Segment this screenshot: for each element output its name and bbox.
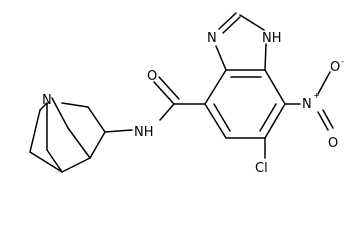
bond (264, 43, 267, 71)
bond (87, 106, 106, 133)
nh-amide-label: NH (134, 125, 154, 140)
n-nitro-label: N (302, 97, 312, 112)
bond (153, 81, 175, 105)
bond (264, 103, 286, 139)
bond (317, 71, 331, 95)
bond (29, 151, 63, 173)
bond (158, 76, 180, 100)
bond (61, 102, 89, 108)
bond-lines (29, 12, 334, 173)
bond (39, 102, 48, 111)
n-nitro-charge: + (313, 91, 320, 100)
chlorine-label: Cl (255, 161, 268, 176)
bond (218, 12, 237, 30)
bond (89, 131, 106, 159)
o-nitro-upper-label: O (330, 60, 340, 75)
atom-labels: N NH O N NH N + O - O Cl (42, 31, 344, 176)
n-imidazole-label: N (207, 31, 217, 46)
bond (239, 14, 265, 31)
bond (204, 69, 227, 105)
bond (61, 157, 91, 173)
o-carbonyl-label: O (147, 69, 157, 84)
chemical-structure: N NH O N NH N + O - O Cl (29, 12, 344, 176)
n-bicyclic-label: N (42, 93, 52, 108)
bond (29, 109, 41, 153)
bond (215, 45, 227, 71)
bond (51, 97, 69, 129)
bond (104, 129, 133, 133)
bond (264, 69, 286, 105)
nh-imidazole-label: NH (262, 31, 282, 46)
bond (259, 103, 277, 132)
bond (322, 109, 334, 129)
bond (317, 111, 329, 131)
o-nitro-charge: - (341, 57, 344, 66)
bond (204, 103, 227, 139)
bond (213, 103, 231, 132)
bond (159, 103, 175, 121)
bond (222, 16, 241, 34)
bond (46, 149, 63, 173)
o-nitro-lower-label: O (328, 136, 338, 151)
bond (67, 127, 91, 159)
